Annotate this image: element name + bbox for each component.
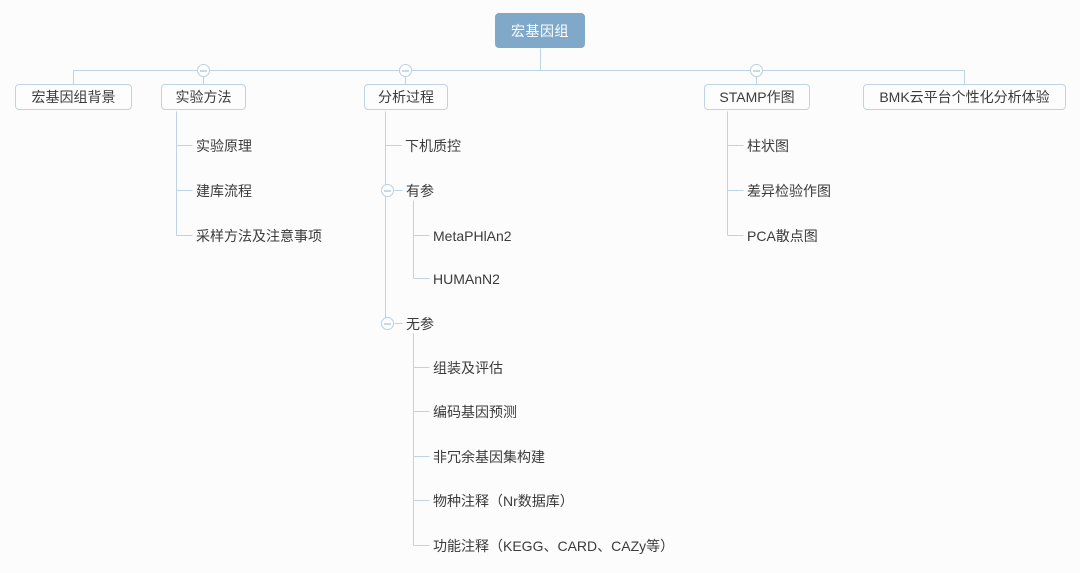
node-pca-scatter-plot[interactable]: PCA散点图 — [747, 226, 818, 246]
node-label: 编码基因预测 — [433, 404, 517, 420]
node-stamp-plotting[interactable]: STAMP作图 — [704, 84, 810, 110]
node-metagenome-background[interactable]: 宏基因组背景 — [15, 84, 132, 110]
node-label: 组装及评估 — [433, 360, 503, 376]
node-label: 无参 — [406, 316, 434, 332]
node-difference-test-plot[interactable]: 差异检验作图 — [747, 181, 831, 201]
node-sampling-method[interactable]: 采样方法及注意事项 — [196, 226, 322, 246]
collapse-toggle-experiment-method[interactable] — [197, 64, 210, 77]
node-label: 差异检验作图 — [747, 183, 831, 199]
collapse-toggle-stamp-plotting[interactable] — [750, 64, 763, 77]
node-label: BMK云平台个性化分析体验 — [879, 89, 1050, 105]
node-label: 宏基因组背景 — [31, 89, 116, 105]
node-sequencing-qc[interactable]: 下机质控 — [405, 136, 461, 156]
node-label: 建库流程 — [196, 183, 252, 199]
collapse-toggle-analysis-process[interactable] — [399, 64, 412, 77]
collapse-toggle-reference-based[interactable] — [381, 184, 394, 197]
node-label: STAMP作图 — [719, 89, 795, 105]
node-label: 分析过程 — [378, 89, 434, 105]
node-experiment-principle[interactable]: 实验原理 — [196, 136, 252, 156]
node-label: 功能注释（KEGG、CARD、CAZy等） — [433, 538, 675, 554]
node-label: HUMAnN2 — [433, 271, 500, 287]
node-label: 有参 — [406, 183, 434, 199]
node-function-annotation[interactable]: 功能注释（KEGG、CARD、CAZy等） — [433, 536, 674, 556]
collapse-toggle-de-novo[interactable] — [381, 317, 394, 330]
root-node-label: 宏基因组 — [511, 22, 569, 39]
node-label: 实验方法 — [175, 89, 232, 105]
node-de-novo[interactable]: 无参 — [406, 314, 434, 334]
node-assembly-evaluation[interactable]: 组装及评估 — [433, 358, 503, 378]
node-experiment-method[interactable]: 实验方法 — [161, 84, 246, 110]
node-bar-chart[interactable]: 柱状图 — [747, 136, 789, 156]
node-non-redundant-geneset[interactable]: 非冗余基因集构建 — [433, 447, 545, 467]
node-species-annotation[interactable]: 物种注释（Nr数据库） — [433, 491, 574, 511]
root-node-metagenome[interactable]: 宏基因组 — [495, 13, 585, 48]
node-label: 物种注释（Nr数据库） — [433, 493, 574, 509]
node-label: 柱状图 — [747, 138, 789, 154]
node-library-construction[interactable]: 建库流程 — [196, 181, 252, 201]
node-label: MetaPHlAn2 — [433, 228, 512, 244]
node-analysis-process[interactable]: 分析过程 — [364, 84, 448, 110]
node-label: 非冗余基因集构建 — [433, 449, 545, 465]
node-gene-prediction[interactable]: 编码基因预测 — [433, 402, 517, 422]
node-label: 实验原理 — [196, 138, 252, 154]
node-metaphlan2[interactable]: MetaPHlAn2 — [433, 226, 512, 246]
node-label: PCA散点图 — [747, 228, 818, 244]
node-label: 采样方法及注意事项 — [196, 228, 322, 244]
node-reference-based[interactable]: 有参 — [406, 181, 434, 201]
node-humann2[interactable]: HUMAnN2 — [433, 269, 500, 289]
node-label: 下机质控 — [405, 138, 461, 154]
node-bmk-cloud-platform[interactable]: BMK云平台个性化分析体验 — [863, 84, 1066, 110]
